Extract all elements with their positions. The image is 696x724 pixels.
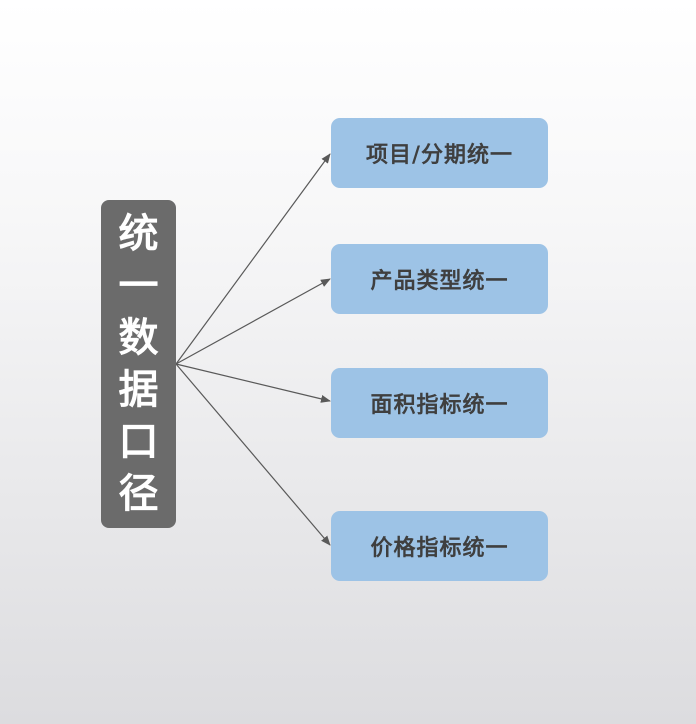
branch-label-project: 项目/分期统一 <box>365 143 514 168</box>
connector-arrow-4 <box>175 363 331 546</box>
branch-node-area-metric: 面积指标统一 <box>331 368 548 438</box>
branch-label-area-metric: 面积指标统一 <box>370 393 509 418</box>
connector-arrow-2 <box>175 278 331 365</box>
branch-node-product-type: 产品类型统一 <box>331 244 548 314</box>
root-char-3: 数 <box>118 315 159 361</box>
root-node: 统 一 数 据 口 径 <box>101 200 176 528</box>
root-char-1: 统 <box>118 211 159 257</box>
root-char-4: 据 <box>118 367 159 413</box>
connector-arrow-3 <box>175 363 331 403</box>
branch-label-price-metric: 价格指标统一 <box>370 536 509 561</box>
root-char-6: 径 <box>118 471 159 517</box>
connector-arrow-1 <box>175 153 331 365</box>
branch-label-product-type: 产品类型统一 <box>370 269 509 294</box>
branch-node-project: 项目/分期统一 <box>331 118 548 188</box>
root-char-2: 一 <box>118 263 159 309</box>
branch-node-price-metric: 价格指标统一 <box>331 511 548 581</box>
root-char-5: 口 <box>118 419 159 465</box>
